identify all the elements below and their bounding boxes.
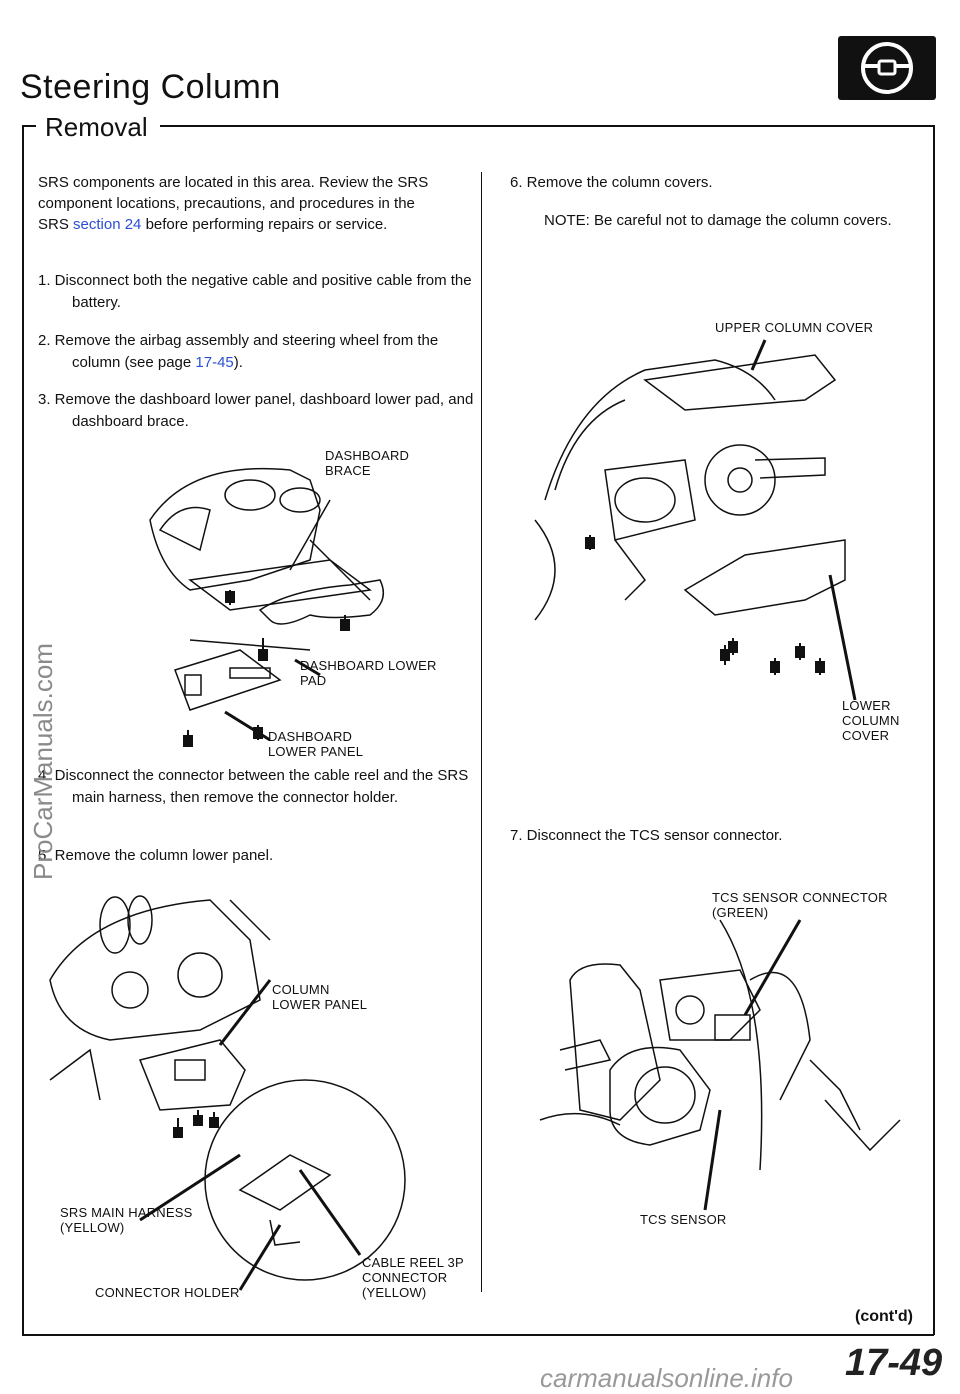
step-4: 4. Disconnect the connector between the … [38, 767, 469, 806]
section-title: Removal [45, 112, 148, 142]
page-17-45-link[interactable]: 17-45 [195, 354, 234, 371]
frame-line [160, 125, 935, 127]
label-upper-column-cover: UPPER COLUMN COVER [715, 320, 874, 335]
steering-wheel-icon [838, 36, 936, 100]
intro-text: SRS components are located in this area.… [38, 174, 429, 233]
label-connector-holder: CONNECTOR HOLDER [95, 1285, 240, 1300]
srs-warning: SRS components are located in this area.… [38, 172, 448, 235]
label-dashboard-brace: DASHBOARD BRACE [325, 448, 410, 478]
frame-line [22, 1334, 934, 1336]
step-6-note: NOTE: Be careful not to damage the colum… [544, 212, 892, 229]
label-column-lower-panel: COLUMN LOWER PANEL [272, 982, 368, 1012]
step-2-text-end: ). [233, 354, 243, 371]
watermark-left: ProCarManuals.com [28, 643, 58, 880]
label-cable-reel-connector: CABLE REEL 3P CONNECTOR (YELLOW) [362, 1255, 464, 1300]
label-tcs-sensor-connector: TCS SENSOR CONNECTOR (GREEN) [712, 890, 888, 920]
step-2-text: 2. Remove the airbag assembly and steeri… [38, 332, 439, 371]
continued-marker: (cont'd) [855, 1308, 914, 1325]
step-5: 5. Remove the column lower panel. [38, 847, 274, 864]
page-title: Steering Column [20, 68, 281, 106]
label-lower-column-cover: LOWER COLUMN COVER [842, 698, 900, 743]
frame-line [22, 125, 36, 127]
step-6: 6. Remove the column covers. [510, 174, 713, 191]
label-tcs-sensor: TCS SENSOR [640, 1212, 727, 1227]
column-lower-panel-figure [49, 895, 406, 1291]
step-7: 7. Disconnect the TCS sensor connector. [510, 827, 783, 844]
page-number: 17-49 [845, 1342, 943, 1384]
frame-line [22, 125, 24, 1335]
intro-text-end: before performing repairs or service. [141, 216, 388, 233]
tcs-sensor-figure [539, 919, 901, 1211]
column-divider [481, 172, 482, 1292]
label-dashboard-lower-panel: DASHBOARD LOWER PANEL [268, 729, 364, 759]
dashboard-figure [149, 467, 385, 747]
watermark-bottom: carmanualsonline.info [540, 1363, 793, 1393]
section-24-link[interactable]: section 24 [73, 216, 142, 233]
column-covers-figure [534, 339, 857, 701]
label-dashboard-lower-pad: DASHBOARD LOWER PAD [300, 658, 437, 688]
step-3: 3. Remove the dashboard lower panel, das… [38, 391, 474, 430]
label-srs-main-harness: SRS MAIN HARNESS (YELLOW) [60, 1205, 193, 1235]
step-2: 2. Remove the airbag assembly and steeri… [38, 330, 482, 374]
step-1: 1. Disconnect both the negative cable an… [38, 272, 472, 311]
steering-wheel-graphic [861, 42, 913, 94]
frame-line [933, 125, 935, 1335]
